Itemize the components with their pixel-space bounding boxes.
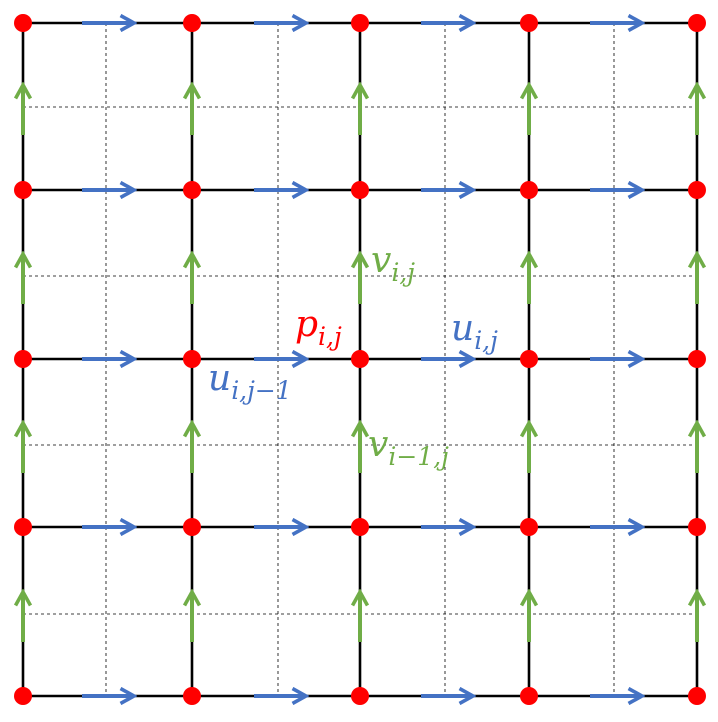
pressure-node (520, 14, 538, 32)
pressure-node (688, 518, 706, 536)
pressure-node (688, 350, 706, 368)
pressure-node (14, 687, 32, 705)
pressure-node (14, 518, 32, 536)
u-label-i-j-minus-1: ui,j−1 (208, 358, 292, 405)
pressure-node (14, 14, 32, 32)
pressure-node (351, 687, 369, 705)
pressure-nodes (14, 14, 706, 705)
pressure-node (183, 518, 201, 536)
pressure-node (351, 350, 369, 368)
pressure-node (520, 350, 538, 368)
pressure-node (688, 14, 706, 32)
pressure-node (351, 14, 369, 32)
pressure-node (520, 518, 538, 536)
pressure-node (520, 687, 538, 705)
pressure-node (183, 350, 201, 368)
pressure-node (688, 181, 706, 199)
pressure-node (183, 14, 201, 32)
pressure-node (14, 350, 32, 368)
pressure-node (183, 181, 201, 199)
pressure-node (183, 687, 201, 705)
pressure-node (520, 181, 538, 199)
v-velocity-arrows (23, 85, 697, 642)
pressure-node (351, 181, 369, 199)
pressure-node (14, 181, 32, 199)
pressure-label-p-ij: pi,j (295, 304, 342, 351)
pressure-node (688, 687, 706, 705)
v-label-i-j: vi,j (371, 240, 415, 287)
u-velocity-arrows (82, 23, 642, 696)
u-label-i-j: ui,j (451, 308, 498, 355)
v-label-i-minus-1-j: vi−1,j (368, 424, 449, 471)
pressure-node (351, 518, 369, 536)
